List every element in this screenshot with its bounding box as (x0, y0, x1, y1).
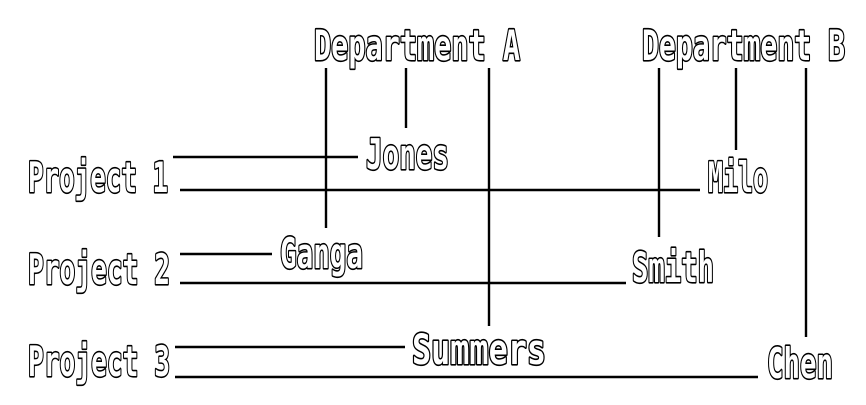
node-dept-a: Department A (314, 21, 520, 70)
node-ganga: Ganga (280, 229, 363, 278)
node-dept-b: Department B (642, 21, 845, 70)
node-project-1: Project 1 (28, 153, 168, 202)
node-milo: Milo (708, 153, 768, 202)
node-project-2: Project 2 (28, 245, 170, 294)
node-project-3: Project 3 (28, 337, 170, 386)
node-smith: Smith (632, 243, 714, 292)
node-jones: Jones (366, 130, 449, 179)
node-summers: Summers (412, 325, 546, 374)
node-chen: Chen (767, 339, 833, 388)
